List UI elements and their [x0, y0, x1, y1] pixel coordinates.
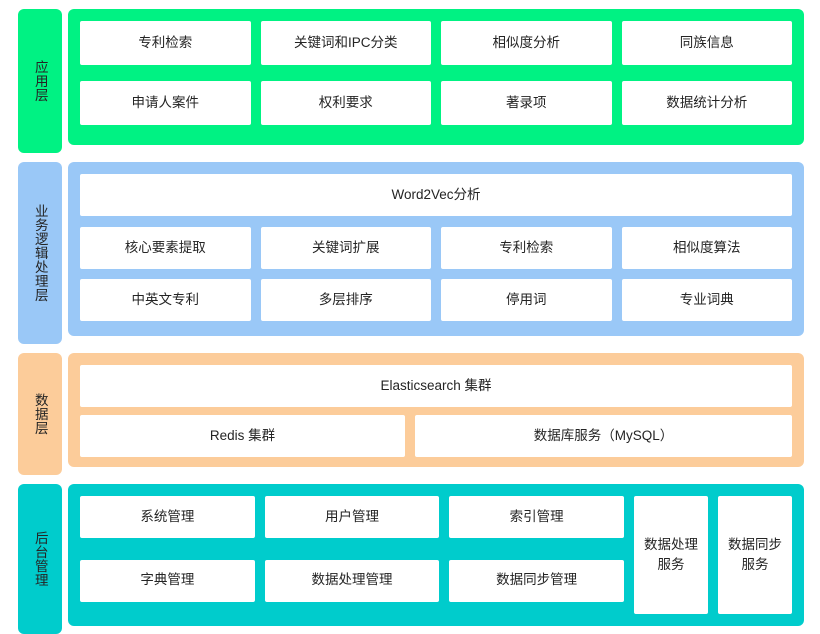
card-family-information[interactable]: 同族信息	[621, 21, 792, 65]
card-row: 申请人案件 权利要求 著录项 数据统计分析	[80, 81, 792, 133]
card-patent-search[interactable]: 专利检索	[441, 226, 612, 269]
card-patent-search[interactable]: 专利检索	[80, 21, 251, 65]
card-row: Elasticsearch 集群	[80, 365, 792, 407]
card-row: 中英文专利 多层排序 停用词 专业词典	[80, 279, 792, 324]
card-keyword-expansion[interactable]: 关键词扩展	[260, 226, 431, 269]
card-row: 系统管理 用户管理 索引管理	[80, 496, 625, 551]
card-data-statistics-analysis[interactable]: 数据统计分析	[621, 81, 792, 125]
card-database-service-mysql[interactable]: 数据库服务（MySQL）	[415, 415, 792, 457]
admin-card-grid: 系统管理 用户管理 索引管理 字典管理 数据处理管理 数据同步管理	[80, 496, 625, 615]
card-multilayer-ranking[interactable]: 多层排序	[260, 279, 431, 322]
card-bibliographic-items[interactable]: 著录项	[441, 81, 612, 125]
card-claims[interactable]: 权利要求	[260, 81, 431, 125]
card-word2vec-analysis[interactable]: Word2Vec分析	[80, 174, 792, 216]
layer-panel-application: 专利检索 关键词和IPC分类 相似度分析 同族信息 申请人案件 权利要求 著录项…	[68, 9, 804, 145]
layer-panel-admin-management: 系统管理 用户管理 索引管理 字典管理 数据处理管理 数据同步管理 数据处理 服…	[68, 484, 804, 626]
card-row: Word2Vec分析	[80, 174, 792, 219]
card-data-processing-service[interactable]: 数据处理 服务	[634, 496, 708, 614]
card-applicant-cases[interactable]: 申请人案件	[80, 81, 251, 125]
card-stopwords[interactable]: 停用词	[441, 279, 612, 322]
card-row: 字典管理 数据处理管理 数据同步管理	[80, 559, 625, 615]
card-core-element-extraction[interactable]: 核心要素提取	[80, 226, 251, 269]
card-similarity-analysis[interactable]: 相似度分析	[441, 21, 612, 65]
architecture-diagram: 应用层 专利检索 关键词和IPC分类 相似度分析 同族信息 申请人案件 权利要求…	[18, 9, 804, 634]
card-user-management[interactable]: 用户管理	[264, 496, 440, 538]
card-similarity-algorithm[interactable]: 相似度算法	[621, 226, 792, 269]
card-system-management[interactable]: 系统管理	[80, 496, 255, 538]
layer-admin-management: 后台管理 系统管理 用户管理 索引管理 字典管理 数据处理管理 数据同步管理 数…	[18, 484, 804, 634]
card-elasticsearch-cluster[interactable]: Elasticsearch 集群	[80, 365, 792, 407]
layer-panel-business-logic: Word2Vec分析 核心要素提取 关键词扩展 专利检索 相似度算法 中英文专利…	[68, 162, 804, 336]
card-keyword-ipc-classification[interactable]: 关键词和IPC分类	[260, 21, 431, 65]
card-data-sync-service[interactable]: 数据同步 服务	[718, 496, 792, 614]
card-redis-cluster[interactable]: Redis 集群	[80, 415, 405, 457]
card-professional-dictionary[interactable]: 专业词典	[621, 279, 792, 322]
layer-application: 应用层 专利检索 关键词和IPC分类 相似度分析 同族信息 申请人案件 权利要求…	[18, 9, 804, 153]
card-chinese-english-patent[interactable]: 中英文专利	[80, 279, 251, 322]
card-data-sync-management[interactable]: 数据同步管理	[449, 559, 625, 602]
layer-panel-data: Elasticsearch 集群 Redis 集群 数据库服务（MySQL）	[68, 353, 804, 467]
card-index-management[interactable]: 索引管理	[449, 496, 625, 538]
card-row: 专利检索 关键词和IPC分类 相似度分析 同族信息	[80, 21, 792, 73]
layer-business-logic: 业务逻辑处理层 Word2Vec分析 核心要素提取 关键词扩展 专利检索 相似度…	[18, 162, 804, 344]
layer-label-data: 数据层	[18, 353, 62, 475]
layer-label-admin-management: 后台管理	[18, 484, 62, 634]
card-row: Redis 集群 数据库服务（MySQL）	[80, 415, 792, 457]
card-dictionary-management[interactable]: 字典管理	[80, 559, 255, 602]
card-data-processing-management[interactable]: 数据处理管理	[264, 559, 440, 602]
layer-label-application: 应用层	[18, 9, 62, 153]
layer-data: 数据层 Elasticsearch 集群 Redis 集群 数据库服务（MySQ…	[18, 353, 804, 475]
card-row: 核心要素提取 关键词扩展 专利检索 相似度算法	[80, 226, 792, 272]
layer-label-business-logic: 业务逻辑处理层	[18, 162, 62, 344]
